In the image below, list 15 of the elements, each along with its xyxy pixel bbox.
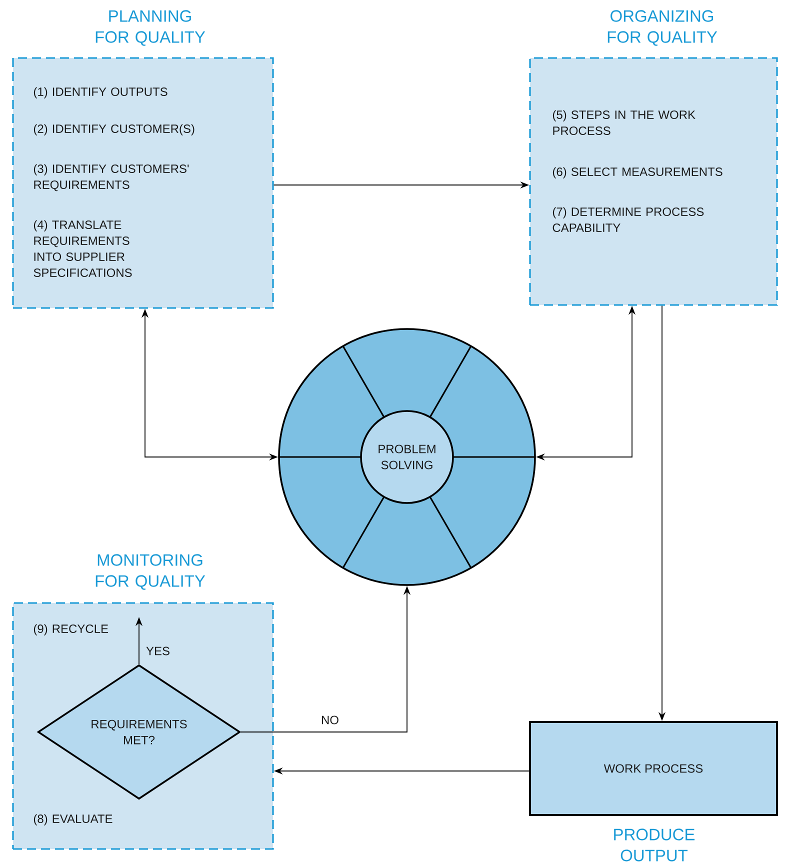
list-item: (5) STEPS IN THE WORK PROCESS (552, 110, 696, 135)
list-item: (1) IDENTIFY OUTPUTS (34, 87, 168, 98)
list-item: (2) IDENTIFY CUSTOMER(S) (34, 124, 194, 136)
group-heading: PLANNING FOR QUALITY (96, 10, 206, 46)
list-item: (3) IDENTIFY CUSTOMERS' REQUIREMENTS (34, 164, 189, 192)
group-heading: ORGANIZING FOR QUALITY (608, 10, 718, 46)
list-item: (9) RECYCLE (34, 624, 108, 636)
list-item: (6) SELECT MEASUREMENTS (552, 167, 722, 178)
list-item: (7) DETERMINE PROCESS CAPABILITY (552, 207, 704, 232)
list-item: (4) TRANSLATE REQUIREMENTS INTO SUPPLIER SPECIFICATIONS (34, 220, 132, 277)
process-box: WORK PROCESS (529, 721, 778, 816)
group-heading: MONITORING FOR QUALITY (96, 554, 206, 590)
group-heading: PRODUCE OUTPUT (614, 828, 695, 862)
list-item: (8) EVALUATE (34, 814, 112, 826)
edge-label: NO (320, 714, 340, 726)
